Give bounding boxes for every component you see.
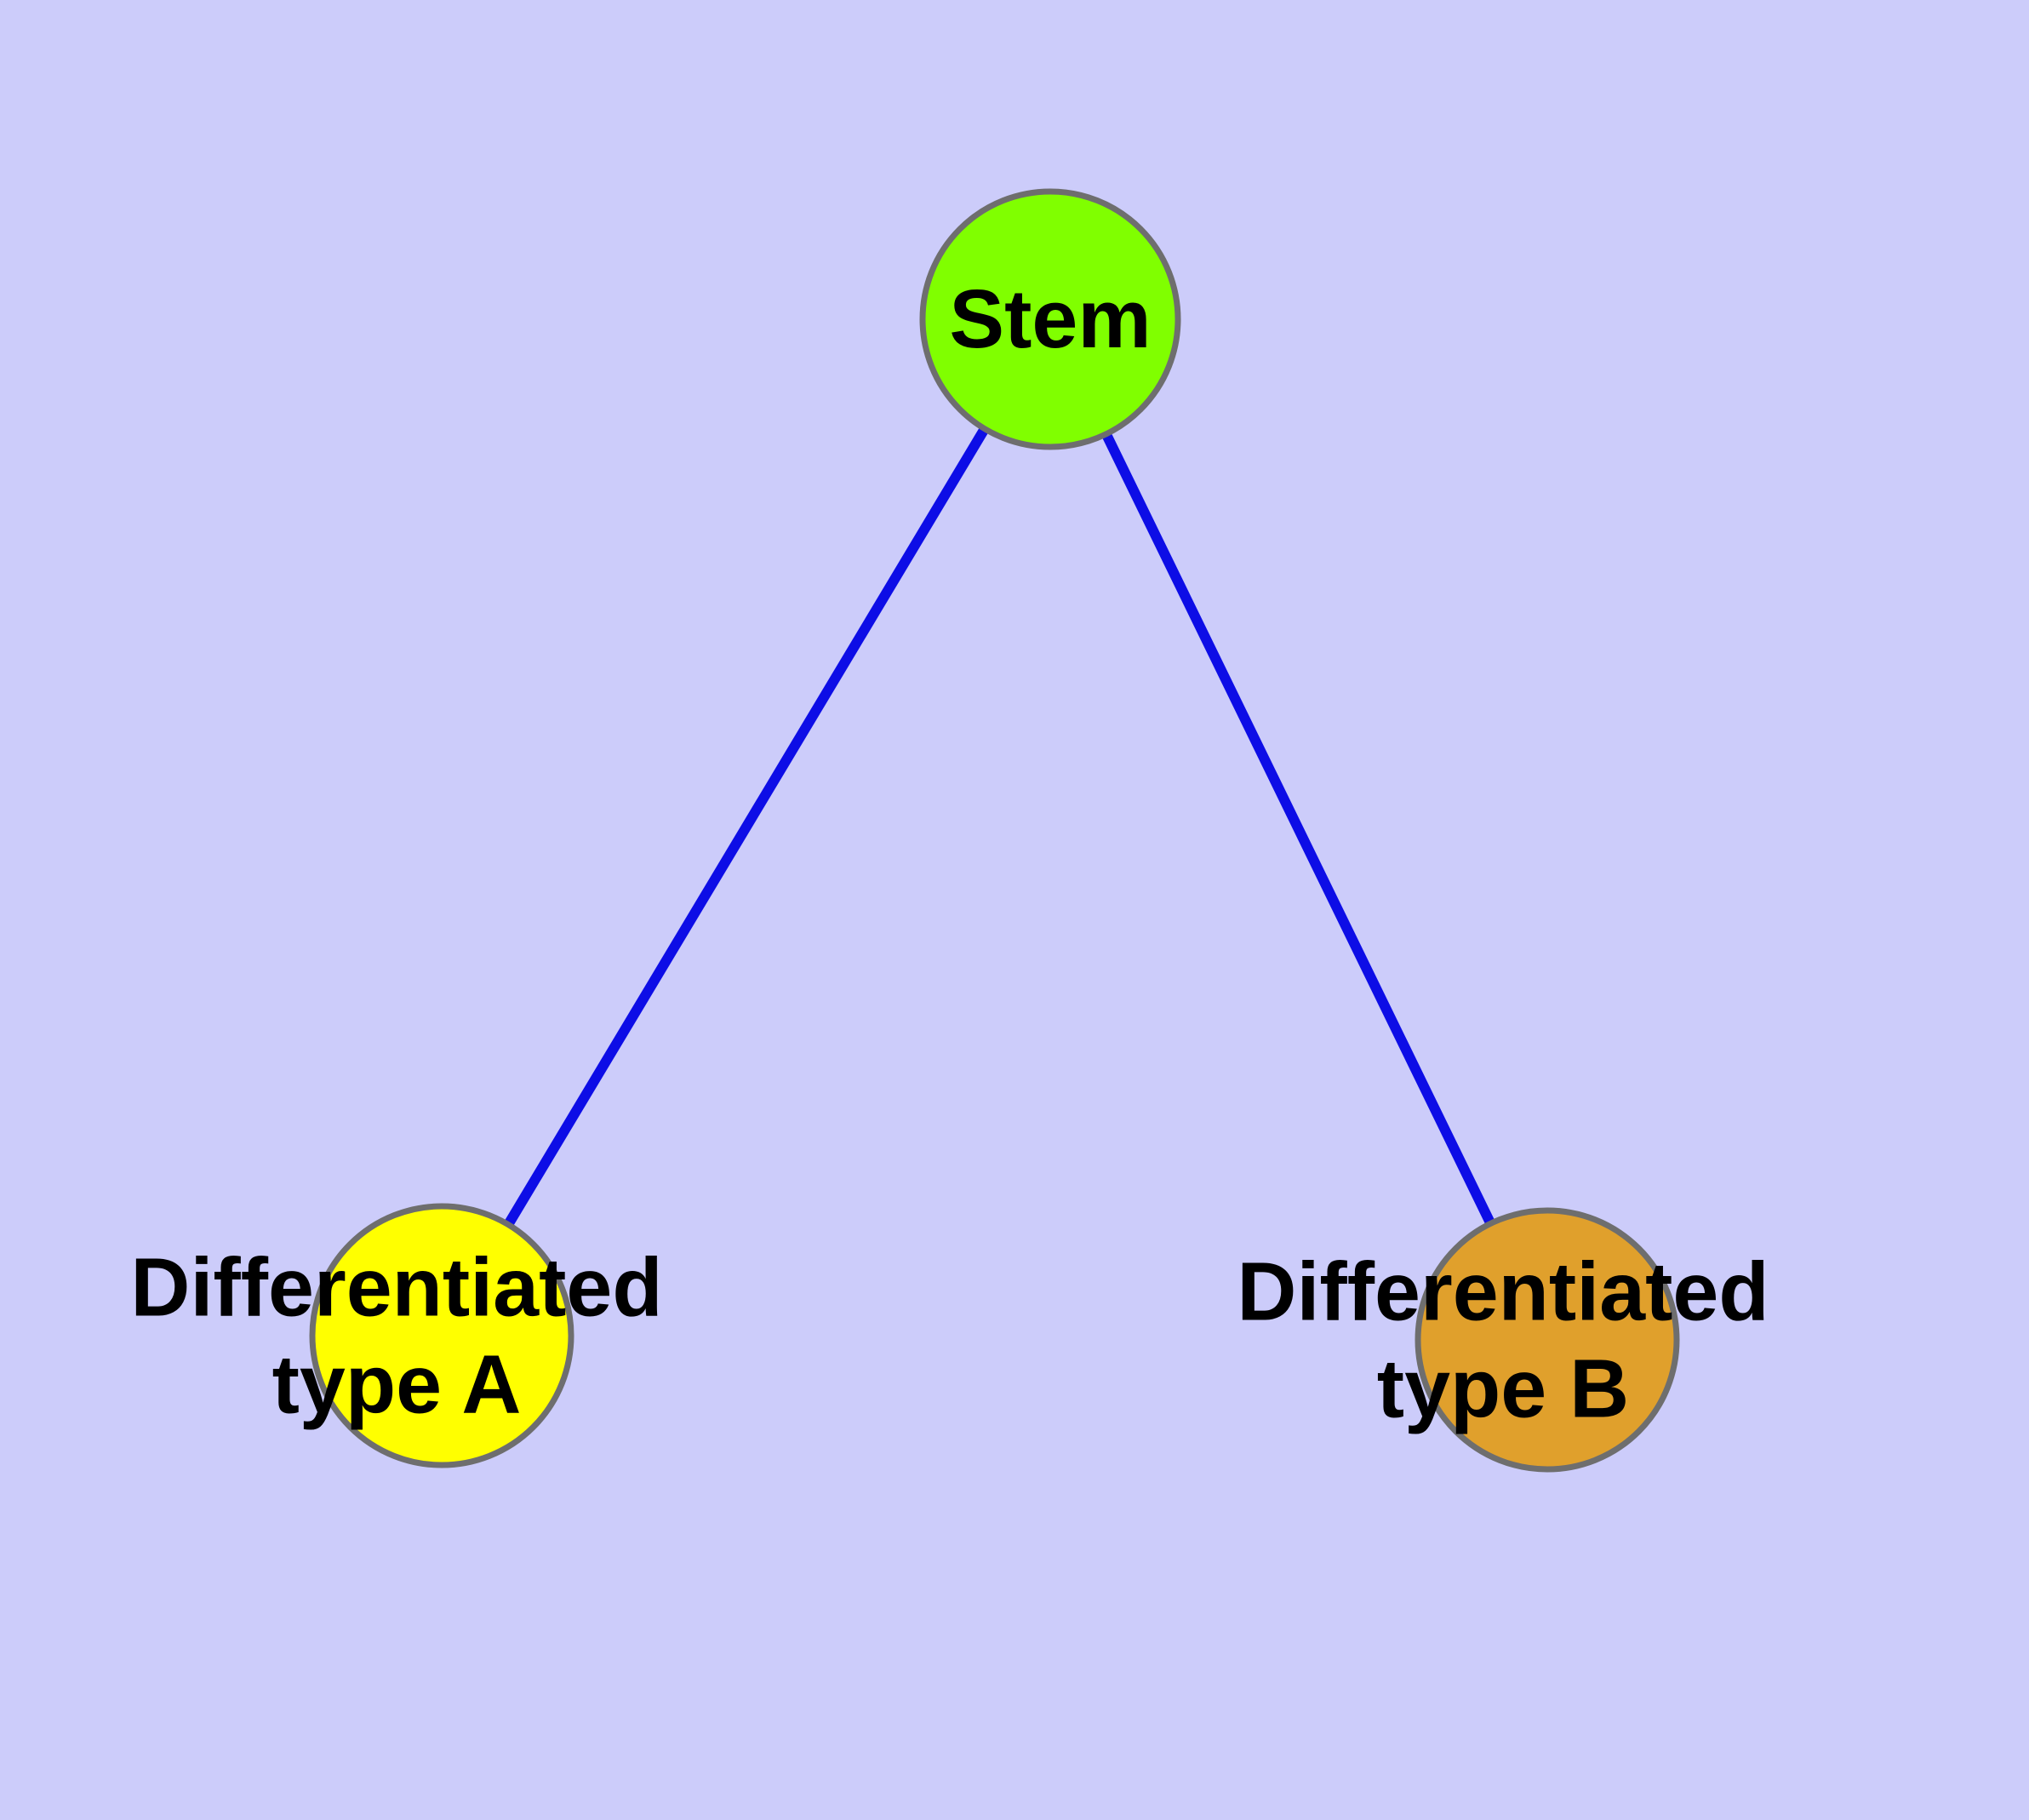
graph-node-diff_b[interactable] — [1415, 1207, 1680, 1473]
edge-layer — [437, 316, 1552, 1342]
graph-edge — [437, 316, 1055, 1339]
node-layer — [309, 188, 1680, 1473]
graph-edge — [1045, 317, 1552, 1342]
graph-node-diff_a[interactable] — [309, 1203, 574, 1468]
graph-node-stem[interactable] — [919, 188, 1181, 450]
